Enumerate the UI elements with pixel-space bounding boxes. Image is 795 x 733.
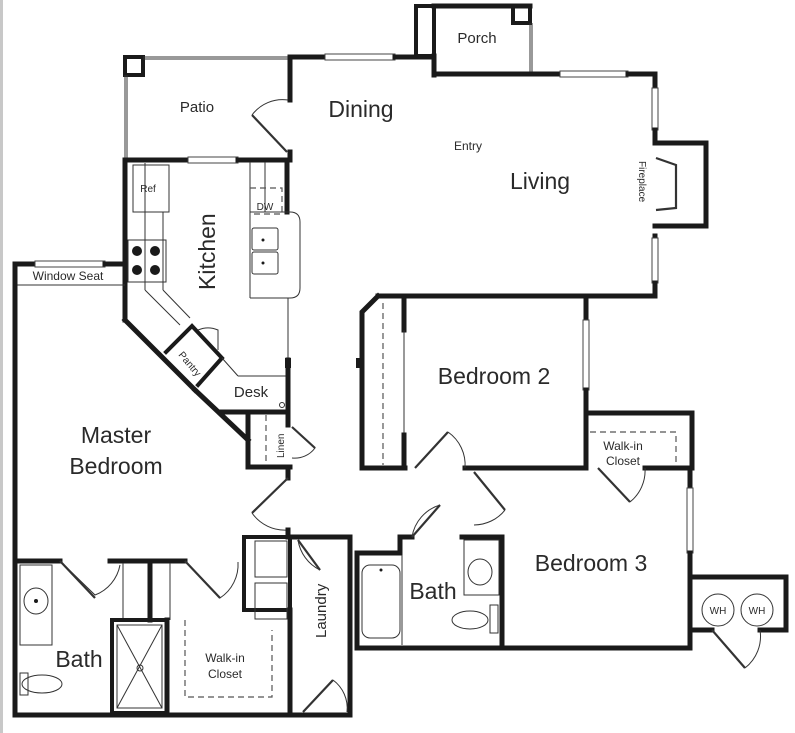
label-bedroom3: Bedroom 3	[535, 550, 648, 576]
patio-area	[123, 55, 290, 160]
label-porch: Porch	[457, 30, 496, 47]
label-ref: Ref	[140, 184, 156, 195]
label-patio: Patio	[180, 99, 214, 116]
label-walkin-b3-line1: Walk-in	[603, 439, 643, 453]
master-bedroom-area	[12, 260, 291, 718]
label-desk: Desk	[234, 384, 269, 401]
label-walkin-master-line1: Walk-in	[205, 651, 245, 665]
label-walkin-b3-line2: Closet	[606, 454, 641, 468]
left-edge-strip	[0, 0, 3, 733]
hall-bath-area	[354, 504, 505, 651]
label-living: Living	[510, 168, 570, 194]
master-bath-closet-area	[12, 534, 353, 718]
label-master-bath: Bath	[55, 646, 102, 672]
pantry-desk-area	[163, 323, 316, 470]
label-kitchen: Kitchen	[194, 213, 220, 290]
label-wh1: WH	[710, 606, 727, 617]
room-labels: Porch Patio Dining Entry Living Fireplac…	[33, 30, 766, 681]
label-wh2: WH	[749, 606, 766, 617]
label-window-seat: Window Seat	[33, 269, 104, 283]
label-linen: Linen	[276, 434, 287, 458]
label-dining: Dining	[328, 96, 393, 122]
kitchen-area	[121, 156, 301, 394]
label-master-line2: Bedroom	[69, 453, 162, 479]
exterior-walls	[287, 53, 709, 299]
label-bedroom2: Bedroom 2	[438, 363, 551, 389]
label-entry: Entry	[454, 139, 482, 153]
bedroom2-area	[356, 292, 590, 526]
walkin-closet-b3	[583, 410, 695, 503]
label-hall-bath: Bath	[409, 578, 456, 604]
stove-burners-icon	[132, 246, 160, 275]
label-dw: DW	[257, 202, 274, 213]
label-fireplace: Fireplace	[636, 161, 647, 203]
bedroom3-area	[499, 465, 789, 669]
label-master-line1: Master	[81, 422, 152, 448]
label-walkin-master-line2: Closet	[208, 667, 243, 681]
label-laundry: Laundry	[313, 583, 330, 638]
